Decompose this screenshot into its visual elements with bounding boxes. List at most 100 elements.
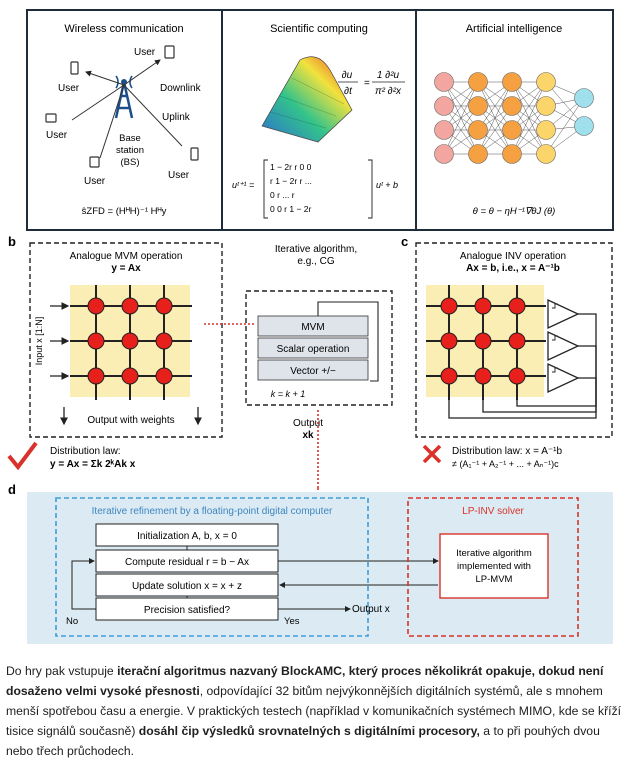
user-label-3: User — [46, 130, 68, 141]
matrix-row-1: 1 − 2r r 0 0 — [270, 162, 312, 172]
bs-label-2: station — [116, 145, 144, 156]
refinement-title: Iterative refinement by a floating-point… — [92, 506, 333, 517]
inv-crossbar — [426, 285, 546, 400]
wireless-panel: Wireless communication — [45, 23, 202, 217]
matrix-rhs: uᵗ + b — [376, 180, 398, 190]
nn-node — [468, 72, 488, 92]
caption-paragraph: Do hry pak vstupuje iterační algoritmus … — [6, 661, 625, 761]
feedback-wire — [516, 377, 597, 407]
nn-node — [434, 72, 454, 92]
opamp-sign — [552, 303, 558, 309]
inv-eq: Ax = b, i.e., x = A⁻¹b — [466, 263, 560, 274]
nn-node — [536, 96, 556, 116]
lp-box-line-3: LP-MVM — [476, 574, 513, 585]
ai-panel: Artificial intelligence θ = θ − ηH⁻¹∇θJ … — [434, 23, 594, 217]
user-label-2: User — [134, 47, 156, 58]
scalar-box: Scalar operation — [277, 344, 350, 355]
caption-bold-2: dosáhl čip výsledků srovnatelných s digi… — [138, 724, 480, 738]
caption-text-3: a to při pouhých dvou nebo třech průchod… — [6, 724, 600, 758]
feedback-wire — [448, 313, 597, 419]
law-title-c: Distribution law: x = A⁻¹b — [452, 446, 562, 457]
nn-edge — [477, 105, 513, 155]
pde-lhs-den: ∂t — [344, 86, 353, 97]
ai-title: Artificial intelligence — [466, 23, 563, 35]
step-residual: Compute residual r = b − Ax — [125, 557, 249, 568]
vector-box: Vector +/− — [290, 366, 336, 377]
matrix-row-2: r 1 − 2r r ... — [270, 176, 312, 186]
lp-box-line-2: implemented with — [457, 561, 531, 572]
nn-node — [536, 120, 556, 140]
opamp-icon — [547, 330, 580, 362]
mvm-title: Analogue MVM operation — [70, 251, 183, 262]
opamp-icon — [547, 362, 580, 394]
cross-icon — [422, 444, 442, 464]
nn-node — [536, 144, 556, 164]
neural-network-icon — [434, 72, 594, 164]
iter-title-1: Iterative algorithm, — [275, 244, 357, 255]
step-update: Update solution x = x + z — [132, 581, 242, 592]
pde-lhs-num: ∂u — [342, 70, 353, 81]
output-x-label: Output x — [352, 604, 390, 615]
pde-eq-sign: = — [364, 78, 370, 89]
nn-node — [502, 144, 522, 164]
wireless-title: Wireless communication — [64, 23, 183, 35]
nn-edge — [511, 105, 547, 155]
bs-label-3: (BS) — [121, 157, 140, 168]
downlink-label: Downlink — [160, 83, 202, 94]
nn-node — [468, 144, 488, 164]
panel-d: d Iterative refinement by a floating-poi… — [8, 482, 613, 644]
crossbar-node — [155, 297, 173, 315]
law-eq-b: y = Ax = Σk 2ᵏAk x — [50, 459, 136, 470]
output-var: xk — [302, 430, 314, 441]
zfd-formula: ŝZFD = (HᴴH)⁻¹ Hᴴy — [82, 206, 167, 217]
nn-node — [502, 120, 522, 140]
nn-edge — [477, 81, 513, 155]
output-label: Output — [293, 418, 323, 429]
inv-title: Analogue INV operation — [460, 251, 566, 262]
crossbar-node — [155, 367, 173, 385]
panel-b: b Analogue MVM operation y = Ax Input x … — [7, 234, 223, 471]
crossbar-node — [508, 297, 526, 315]
nn-edge — [443, 81, 479, 131]
panel-c-label: c — [401, 234, 408, 249]
user-label-1: User — [58, 83, 80, 94]
scientific-panel: Scientific computing ∂u ∂t = 1 ∂²u π² ∂²… — [232, 23, 405, 219]
feedback-wire — [482, 345, 597, 413]
nn-edge — [545, 97, 585, 155]
crossbar-node — [121, 367, 139, 385]
surface-plot-icon — [261, 56, 353, 143]
nn-node — [536, 72, 556, 92]
nn-edge — [511, 81, 547, 155]
matrix-row-4: 0 0 r 1 − 2r — [270, 204, 312, 214]
opamp-sign — [552, 367, 558, 373]
figure: Wireless communication — [7, 9, 614, 644]
nn-edge — [511, 81, 547, 131]
user-label-4: User — [84, 176, 106, 187]
pde-rhs-den: π² ∂²x — [375, 86, 402, 97]
uplink-label: Uplink — [162, 112, 191, 123]
nn-edge — [443, 105, 479, 155]
opamp-sign — [552, 335, 558, 341]
scientific-title: Scientific computing — [270, 23, 368, 35]
user-label-5: User — [168, 170, 190, 181]
mvm-eq: y = Ax — [111, 263, 141, 274]
yes-label: Yes — [284, 616, 300, 627]
nn-node — [502, 72, 522, 92]
mvm-box: MVM — [301, 322, 324, 333]
step-precision: Precision satisfied? — [144, 605, 231, 616]
crossbar-node — [121, 297, 139, 315]
crossbar-node — [87, 297, 105, 315]
crossbar-node — [474, 332, 492, 350]
caption-bold-1: iterační algoritmus nazvaný BlockAMC, kt… — [6, 664, 604, 698]
nn-node — [574, 88, 594, 108]
mvm-crossbar — [50, 285, 192, 400]
opamp-array — [448, 298, 597, 419]
lp-box-line-1: Iterative algorithm — [456, 548, 532, 559]
caption-text-1: Do hry pak vstupuje — [6, 664, 118, 678]
panel-a: Wireless communication — [26, 9, 614, 231]
lp-inv-title: LP-INV solver — [462, 506, 524, 517]
opamp-icon — [547, 298, 580, 330]
crossbar-node — [440, 332, 458, 350]
crossbar-node — [474, 367, 492, 385]
nn-node — [434, 120, 454, 140]
